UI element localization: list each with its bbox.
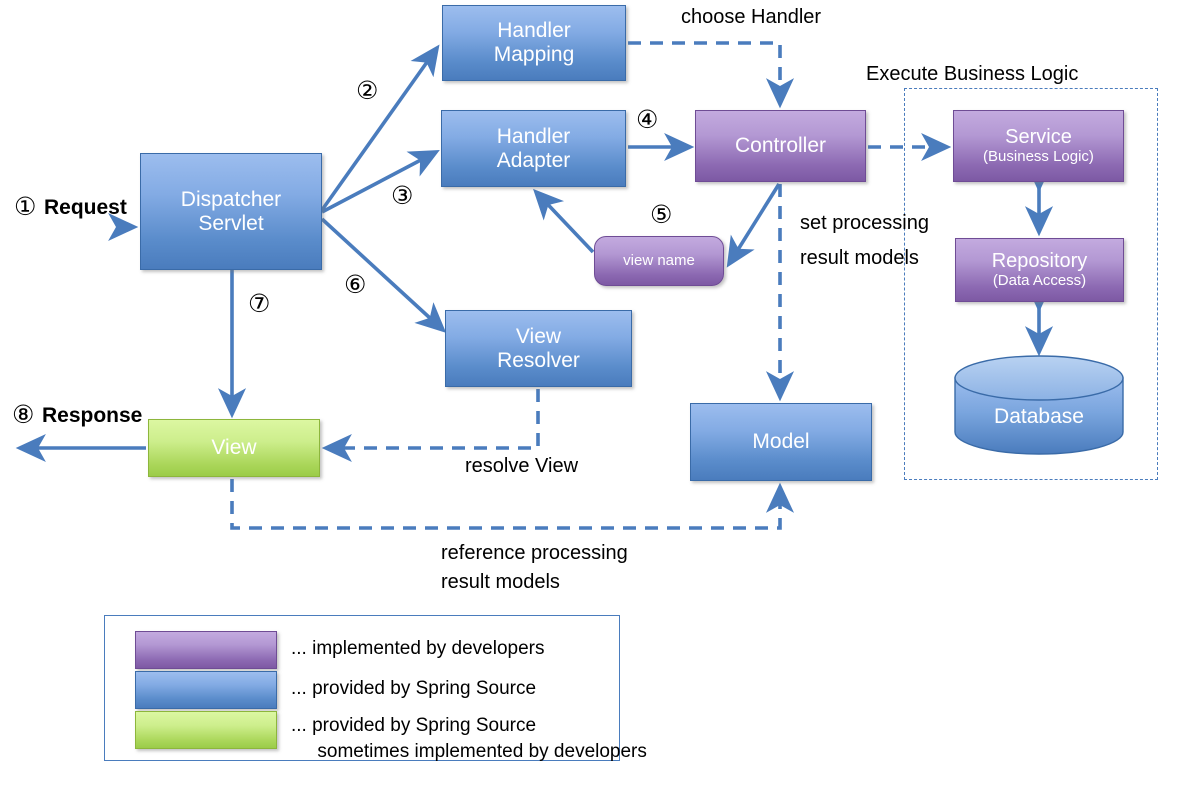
node-repository[interactable]: Repository (Data Access)	[955, 238, 1124, 302]
view-resolver-line2: Resolver	[497, 348, 580, 372]
repository-line2: (Data Access)	[992, 271, 1087, 289]
legend-text-spring-source: ... provided by Spring Source	[291, 678, 537, 699]
legend-text-spring-source-sometimes-line2: sometimes implemented by developers	[291, 741, 647, 762]
node-handler-mapping[interactable]: Handler Mapping	[442, 5, 626, 81]
legend-box: ... implemented by developers ... provid…	[104, 615, 647, 762]
model-label: Model	[752, 430, 810, 454]
label-reference-processing-line1: reference processing	[441, 542, 628, 564]
step-number-7: ⑦	[248, 289, 271, 318]
node-dispatcher-servlet[interactable]: Dispatcher Servlet	[140, 153, 322, 270]
label-choose-handler: choose Handler	[681, 6, 822, 28]
view-name-label: view name	[623, 251, 695, 269]
node-view-resolver[interactable]: View Resolver	[445, 310, 632, 387]
step-number-5: ⑤	[650, 200, 673, 229]
node-model[interactable]: Model	[690, 403, 872, 481]
handler-mapping-line2: Mapping	[493, 43, 575, 66]
label-set-processing-line2: result models	[800, 247, 919, 269]
arrow-step3-handler-adapter	[321, 149, 440, 214]
step-number-8: ⑧	[12, 400, 35, 429]
controller-label: Controller	[734, 134, 827, 158]
view-label: View	[211, 436, 257, 460]
legend-text-developers: ... implemented by developers	[291, 638, 545, 659]
handler-adapter-line2: Adapter	[496, 148, 571, 172]
dispatcher-servlet-line2: Servlet	[198, 211, 264, 235]
view-resolver-line1: View	[515, 324, 562, 348]
label-resolve-view: resolve View	[465, 455, 579, 477]
arrow-step5-view-name	[726, 183, 781, 268]
node-handler-adapter[interactable]: Handler Adapter	[441, 110, 626, 187]
dispatcher-servlet-line1: Dispatcher	[180, 187, 282, 211]
handler-mapping-line1: Handler	[497, 19, 571, 43]
repository-line1: Repository	[991, 250, 1088, 273]
dashed-choose-handler	[628, 41, 795, 109]
node-service[interactable]: Service (Business Logic)	[953, 110, 1124, 182]
arrow-step2-handler-mapping	[320, 44, 440, 212]
node-view[interactable]: View	[148, 419, 320, 477]
label-execute-business-logic: Execute Business Logic	[866, 63, 1079, 85]
legend-text-spring-source-sometimes-line1: ... provided by Spring Source	[291, 715, 537, 736]
database-label: Database	[994, 405, 1084, 429]
arrow-step6-view-resolver	[320, 217, 447, 333]
step-number-2: ②	[356, 76, 379, 105]
arrow-view-name-to-handler-adapter	[533, 188, 595, 254]
node-database[interactable]: Database	[955, 388, 1123, 446]
step-number-1: ①	[14, 192, 37, 221]
node-controller[interactable]: Controller	[695, 110, 866, 182]
node-view-name[interactable]: view name	[594, 236, 724, 286]
label-reference-processing-line2: result models	[441, 571, 560, 593]
execute-business-logic-group	[904, 88, 1158, 480]
dashed-view-model	[230, 479, 795, 530]
label-set-processing-line1: set processing	[800, 212, 929, 234]
service-line2: (Business Logic)	[983, 147, 1094, 165]
legend-swatch-developers	[135, 631, 277, 669]
handler-adapter-line1: Handler	[496, 124, 571, 148]
step-number-3: ③	[391, 181, 414, 210]
legend-swatch-spring-source	[135, 671, 277, 709]
step-number-6: ⑥	[344, 270, 367, 299]
label-response: Response	[42, 404, 143, 427]
legend-swatch-spring-source-sometimes	[135, 711, 277, 749]
dashed-resolve-view	[321, 389, 540, 463]
step-number-4: ④	[636, 105, 659, 134]
service-line1: Service	[1005, 126, 1072, 149]
label-request: Request	[44, 196, 127, 219]
